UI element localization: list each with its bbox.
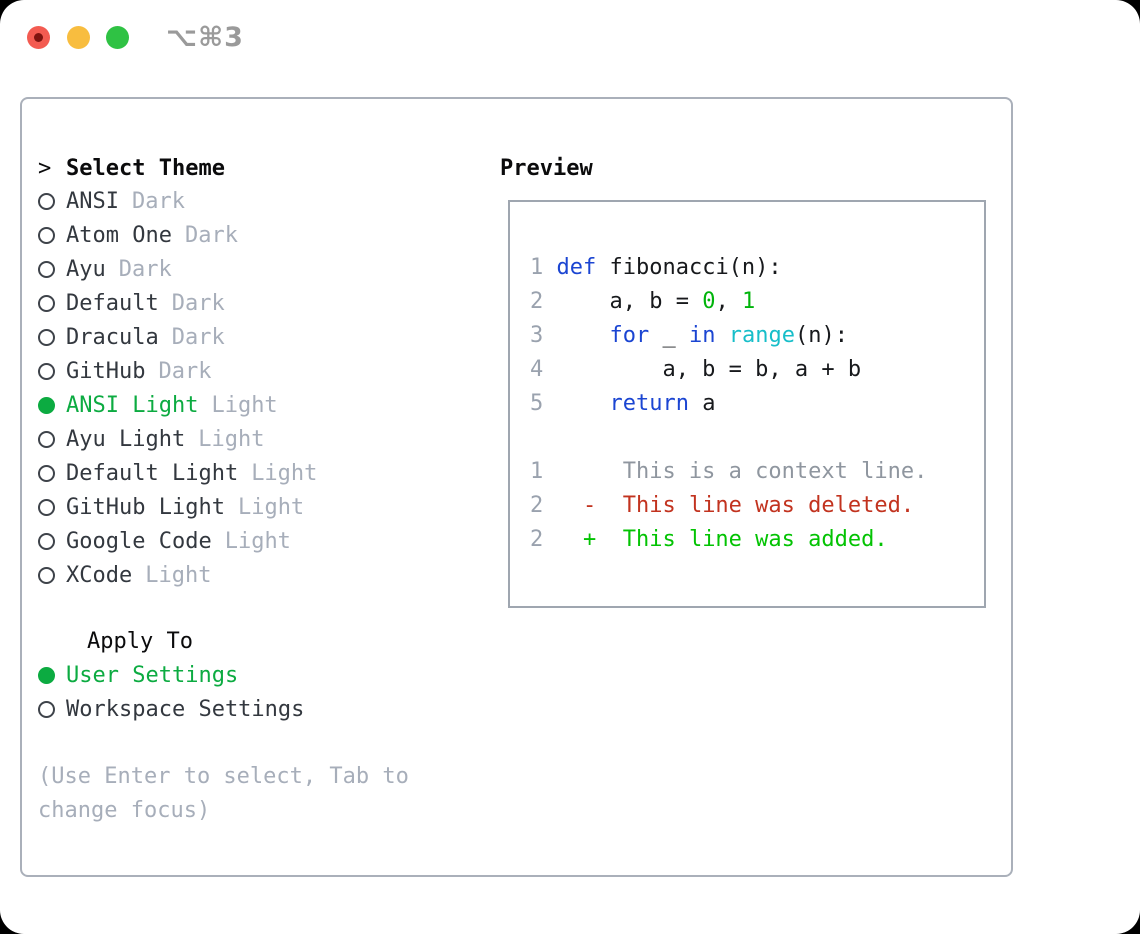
close-button-icon[interactable]	[27, 26, 50, 49]
select-theme-header: > Select Theme	[38, 151, 225, 185]
radio-icon	[38, 464, 55, 482]
code-line: 2 a, b = 0, 1	[530, 289, 756, 314]
radio-selected-icon	[38, 396, 55, 414]
apply-to-header: Apply To	[87, 628, 193, 654]
blank-line	[530, 421, 927, 455]
radio-icon	[38, 260, 55, 278]
hint-text-line1: (Use Enter to select, Tab to	[38, 763, 409, 789]
radio-icon	[38, 532, 55, 550]
hint-text-line2: change focus)	[38, 797, 211, 823]
diff-context-line: 1 This is a context line.	[530, 459, 928, 484]
minimize-button-icon[interactable]	[67, 26, 90, 49]
radio-icon	[38, 700, 55, 718]
panel-title: Select Theme	[66, 155, 225, 181]
preview-title: Preview	[500, 155, 593, 181]
titlebar: ⌥⌘3	[0, 0, 1140, 72]
prompt-caret-icon: >	[38, 155, 52, 181]
radio-icon	[38, 566, 55, 584]
code-line: 4 a, b = b, a + b	[530, 357, 862, 382]
code-line: 3 for _ in range(n):	[530, 323, 848, 348]
radio-icon	[38, 328, 55, 346]
radio-selected-icon	[38, 666, 55, 684]
radio-icon	[38, 294, 55, 312]
zoom-button-icon[interactable]	[106, 26, 129, 49]
radio-icon	[38, 430, 55, 448]
radio-icon	[38, 226, 55, 244]
code-line: 5 return a	[530, 391, 716, 416]
diff-added-line: 2 + This line was added.	[530, 527, 888, 552]
diff-deleted-line: 2 - This line was deleted.	[530, 493, 915, 518]
radio-icon	[38, 498, 55, 516]
window-title-shortcut: ⌥⌘3	[166, 22, 244, 53]
apply-option-workspace-settings[interactable]: Workspace Settings	[38, 692, 304, 726]
apply-option-user-settings[interactable]: User Settings	[38, 658, 238, 692]
radio-icon	[38, 362, 55, 380]
radio-icon	[38, 192, 55, 210]
